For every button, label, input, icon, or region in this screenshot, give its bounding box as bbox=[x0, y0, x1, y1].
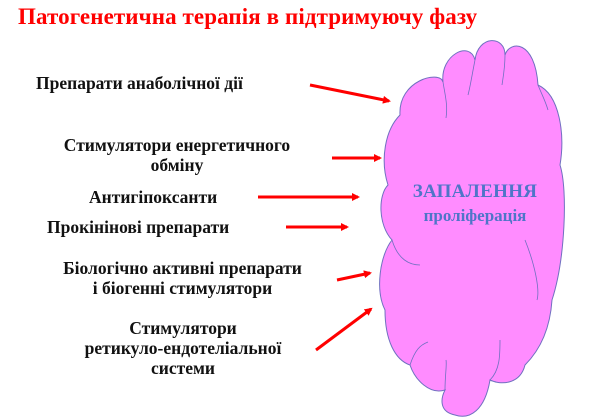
therapy-antihypoxant: Антигіпоксанти bbox=[89, 187, 217, 207]
therapy-line: ретикуло-ендотеліальної bbox=[84, 338, 282, 358]
therapy-line: Біологічно активні препарати bbox=[63, 258, 302, 278]
therapy-line: і біогенні стимулятори bbox=[92, 278, 273, 298]
therapy-line: Антигіпоксанти bbox=[89, 187, 218, 207]
cloud-title: ЗАПАЛЕННЯ bbox=[412, 181, 538, 202]
therapy-reticulo: Стимулятори ретикуло-ендотеліальної сист… bbox=[58, 318, 308, 378]
therapy-line: Прокінінові препарати bbox=[47, 217, 230, 237]
therapy-line: системи bbox=[151, 358, 215, 378]
therapy-line: Стимулятори енергетичного bbox=[63, 135, 291, 155]
therapy-line: Стимулятори bbox=[129, 318, 237, 338]
therapy-line: Препарати анаболічної дії bbox=[36, 73, 243, 93]
therapy-line: обміну bbox=[150, 155, 204, 175]
cloud-subtitle: проліферація bbox=[423, 206, 527, 225]
therapy-energy: Стимулятори енергетичного обміну bbox=[32, 135, 322, 175]
therapy-prokinin: Прокінінові препарати bbox=[47, 217, 229, 237]
arrow-reticulo bbox=[315, 307, 373, 352]
therapy-bioactive: Біологічно активні препарати і біогенні … bbox=[30, 258, 335, 298]
arrow-bioactive bbox=[336, 270, 372, 282]
arrow-anabolic bbox=[309, 83, 391, 104]
therapy-anabolic: Препарати анаболічної дії bbox=[36, 73, 243, 93]
inflammation-cloud-shape bbox=[379, 40, 565, 417]
slide-title: Патогенетична терапія в підтримуючу фазу bbox=[18, 4, 478, 29]
